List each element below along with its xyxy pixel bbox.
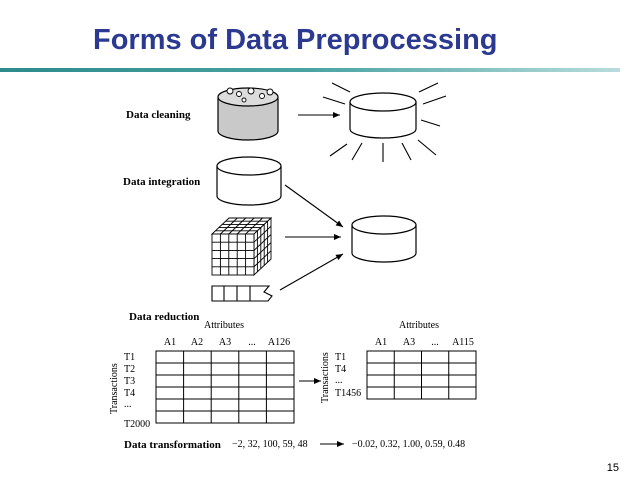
- right-row-label: ...: [335, 375, 343, 386]
- left-table-grid: [155, 350, 295, 424]
- dirty-data-cylinder: [217, 87, 279, 141]
- right-table-rows: T1 T4 ... T1456: [335, 352, 361, 399]
- left-table-rows: T1 T2 T3 T4 ... T2000: [124, 352, 150, 430]
- left-row-label: T1: [124, 352, 135, 363]
- left-col-header: ...: [248, 337, 256, 348]
- title-underline: [0, 68, 620, 72]
- clean-data-cylinder: [349, 92, 417, 139]
- left-row-label: T4: [124, 388, 135, 399]
- right-transactions-label: Transactions: [320, 352, 331, 403]
- integration-target-cylinder: [351, 215, 417, 263]
- integration-source-cylinder: [216, 156, 282, 206]
- right-table-columns: A1 A3 ... A115: [375, 337, 474, 348]
- right-row-label: T4: [335, 364, 346, 375]
- left-transactions-label: Transactions: [109, 363, 120, 414]
- left-attributes-label: Attributes: [204, 320, 244, 331]
- left-col-header: A1: [164, 337, 176, 348]
- left-row-label: T2000: [124, 419, 150, 430]
- left-col-header: A2: [191, 337, 203, 348]
- integration-arrows: [279, 184, 344, 291]
- transformation-after: −0.02, 0.32, 1.00, 0.59, 0.48: [352, 439, 465, 450]
- right-row-label: T1: [335, 352, 346, 363]
- slide-title: Forms of Data Preprocessing: [93, 24, 498, 56]
- left-col-header: A126: [268, 337, 290, 348]
- data-cube: [210, 216, 273, 277]
- label-data-reduction: Data reduction: [129, 311, 199, 323]
- left-table-columns: A1 A2 A3 ... A126: [164, 337, 290, 348]
- label-data-transformation: Data transformation: [124, 439, 221, 451]
- left-row-label: T2: [124, 364, 135, 375]
- right-attributes-label: Attributes: [399, 320, 439, 331]
- right-col-header: A3: [403, 337, 415, 348]
- cleaning-rays: [322, 82, 447, 162]
- table-strip: [211, 285, 273, 302]
- right-col-header: ...: [431, 337, 439, 348]
- page-number: 15: [606, 462, 619, 474]
- right-col-header: A115: [452, 337, 474, 348]
- label-data-integration: Data integration: [123, 176, 200, 188]
- transformation-before: −2, 32, 100, 59, 48: [232, 439, 308, 450]
- label-data-cleaning: Data cleaning: [126, 109, 191, 121]
- left-col-header: A3: [219, 337, 231, 348]
- left-row-label: T3: [124, 376, 135, 387]
- right-col-header: A1: [375, 337, 387, 348]
- right-table-grid: [366, 350, 477, 400]
- right-row-label: T1456: [335, 388, 361, 399]
- left-row-label: ...: [124, 399, 132, 410]
